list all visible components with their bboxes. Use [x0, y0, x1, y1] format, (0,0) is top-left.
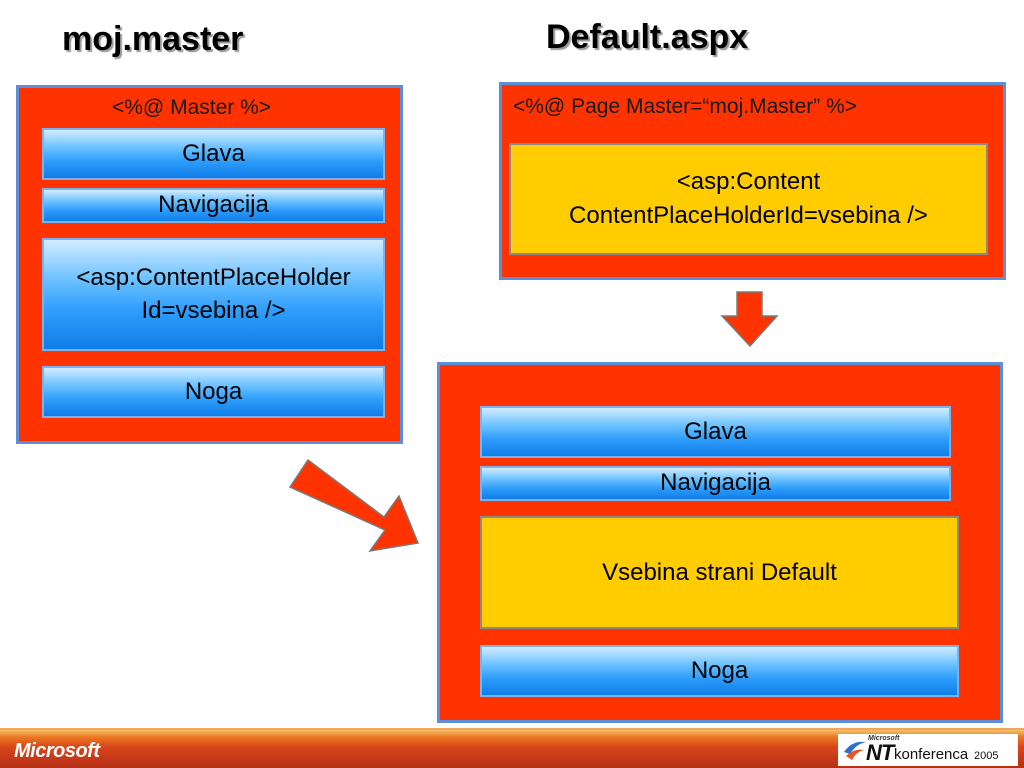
nt-swoosh-icon [844, 741, 866, 760]
microsoft-logo: Microsoft [14, 740, 100, 762]
arrow-right-down-icon [288, 458, 420, 553]
result-glava-label: Glava [684, 417, 747, 445]
nt-konferenca-logo: Microsoft NT konferenca 2005 [838, 734, 1018, 766]
master-noga-box: Noga [42, 366, 385, 418]
nt-logo-nt: NT [866, 740, 894, 765]
result-navigacija-label: Navigacija [660, 469, 771, 497]
result-noga-box: Noga [480, 645, 959, 697]
nt-logo-word: konferenca [894, 746, 969, 763]
page-content-box: <asp:Content ContentPlaceHolderId=vsebin… [509, 143, 988, 255]
page-title: Default.aspx [546, 18, 749, 56]
master-glava-box: Glava [42, 128, 385, 180]
master-noga-label: Noga [184, 377, 243, 405]
page-directive: <%@ Page Master=“moj.Master” %> [513, 95, 858, 118]
arrow-down-icon [720, 291, 779, 348]
result-noga-label: Noga [690, 656, 749, 684]
master-title: moj.master [62, 20, 244, 58]
page-content-label: <asp:Content ContentPlaceHolderId=vsebin… [569, 168, 928, 229]
footer-divider [0, 728, 1024, 731]
master-navigacija-label: Navigacija [158, 191, 269, 219]
master-directive: <%@ Master %> [112, 96, 272, 119]
master-glava-label: Glava [182, 139, 245, 167]
nt-logo-year: 2005 [974, 750, 999, 762]
result-vsebina-box: Vsebina strani Default [480, 516, 959, 629]
master-navigacija-box: Navigacija [42, 188, 385, 223]
result-vsebina-label: Vsebina strani Default [602, 558, 837, 586]
result-glava-box: Glava [480, 406, 951, 458]
nt-logo-small-text: Microsoft [868, 735, 900, 742]
result-navigacija-box: Navigacija [480, 466, 951, 501]
master-placeholder-label: <asp:ContentPlaceHolder Id=vsebina /> [76, 264, 351, 324]
master-placeholder-box: <asp:ContentPlaceHolder Id=vsebina /> [42, 238, 385, 351]
